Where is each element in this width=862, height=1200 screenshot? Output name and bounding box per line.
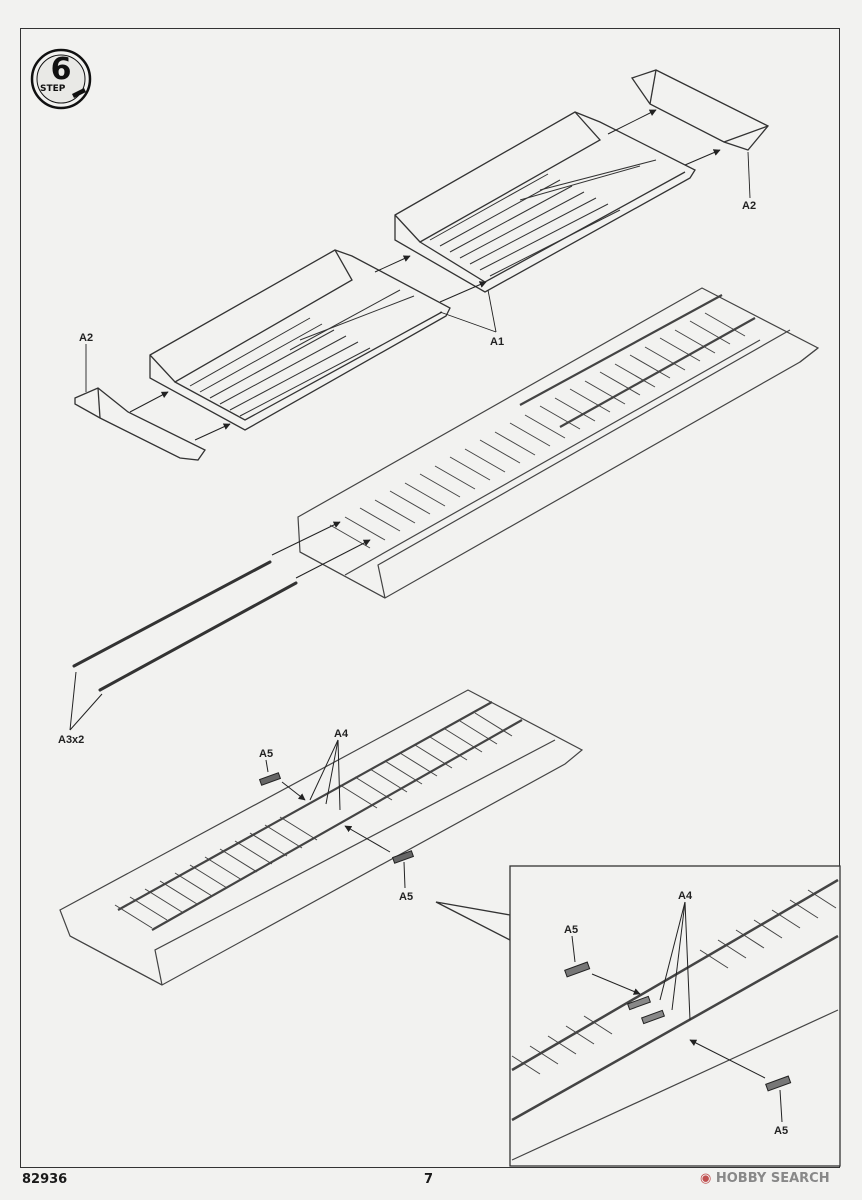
rails-lower (117, 701, 523, 931)
part-a5-lower-top (258, 772, 282, 786)
label-a1: A1 (490, 336, 505, 348)
watermark-logo-icon: ◉ (700, 1171, 712, 1186)
detail-part-a5-bottom (765, 1075, 792, 1092)
label-a3: A3x2 (58, 734, 85, 746)
watermark: ◉ HOBBY SEARCH (700, 1171, 830, 1186)
part-a2-left (74, 387, 206, 461)
step-label: STEP (40, 84, 66, 94)
step-badge: 6 STEP (30, 48, 92, 110)
label-a4: A4 (334, 728, 349, 740)
detail-callout (435, 865, 841, 1167)
label-detail-a5-top: A5 (564, 924, 579, 936)
label-a2-right: A2 (742, 200, 757, 212)
part-a2-right (630, 69, 770, 151)
track-bed-upper (297, 287, 820, 599)
detail-part-a4 (626, 995, 666, 1025)
label-a5-lower-top: A5 (259, 748, 274, 760)
rails-upper-installed (519, 294, 756, 428)
watermark-text: HOBBY SEARCH (715, 1171, 830, 1186)
page-frame (20, 28, 840, 1168)
detail-track (511, 878, 839, 1161)
part-a3-rails (72, 560, 298, 692)
upper-arrows (129, 109, 721, 441)
page-number: 7 (424, 1172, 434, 1187)
detail-part-a5-top (564, 961, 591, 978)
part-a1-right (394, 111, 696, 293)
part-a1-left (149, 249, 451, 431)
label-detail-a4: A4 (678, 890, 693, 902)
label-detail-a5-bottom: A5 (774, 1125, 789, 1137)
step-number: 6 (50, 52, 72, 87)
label-a5-lower-bottom: A5 (399, 891, 414, 903)
product-code: 82936 (22, 1172, 68, 1187)
track-bed-lower (59, 689, 584, 986)
part-a5-lower-bottom (391, 850, 415, 864)
label-a2-left: A2 (79, 332, 94, 344)
